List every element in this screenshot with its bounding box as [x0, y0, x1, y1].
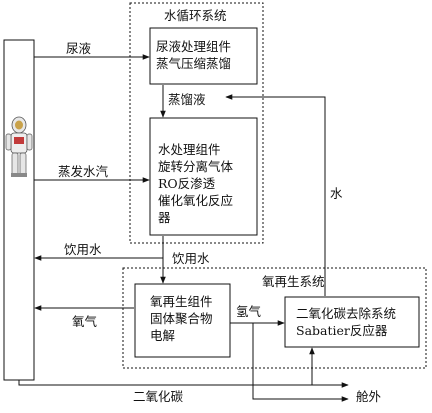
water-label: 水: [330, 186, 343, 201]
vent-arrow: [252, 323, 349, 402]
co2-removal-text: 二氧化碳去除系统 Sabatier反应器: [296, 305, 396, 339]
drinking-water-left-label: 饮用水: [64, 242, 102, 257]
oxygen-generator-line2: 固体聚合物: [150, 311, 213, 326]
co2-removal-line2: Sabatier反应器: [296, 323, 388, 338]
water-processor-line3: RO反渗透: [158, 176, 216, 191]
urine-processor-box: [149, 27, 258, 85]
oxygen-generator-box: [134, 283, 231, 358]
astronaut-icon: [5, 116, 33, 177]
co2-line: [18, 380, 349, 388]
water-processor-box: [149, 117, 258, 236]
urine-processor-line1: 尿液处理组件: [156, 39, 232, 54]
drinking-water-down-label: 饮用水: [172, 251, 210, 266]
vapor-label: 蒸发水汽: [58, 164, 109, 179]
water-processor-line2: 旋转分离气体: [158, 159, 234, 174]
water-processor-line1: 水处理组件: [158, 142, 221, 157]
oxygen-system-title: 氧再生系统: [262, 274, 325, 289]
hydrogen-label: 氢气: [236, 304, 262, 319]
outboard-label: 舱外: [356, 389, 382, 404]
co2-label: 二氧化碳: [133, 389, 184, 404]
astronaut-column: [3, 39, 35, 381]
water-processor-text: 水处理组件 旋转分离气体 RO反渗透 催化氧化反应 器: [158, 141, 233, 226]
co2-removal-line1: 二氧化碳去除系统: [296, 306, 397, 321]
water-system-boundary: [129, 2, 264, 244]
water-system-title: 水循环系统: [164, 8, 227, 23]
oxygen-system-boundary: [122, 267, 427, 369]
water-processor-line4: 催化氧化反应: [158, 193, 234, 208]
water-return-arrow: [225, 94, 326, 296]
urine-processor-line2: 蒸气压缩蒸馏: [156, 56, 232, 71]
urine-processor-text: 尿液处理组件 蒸气压缩蒸馏: [156, 38, 231, 72]
water-processor-line5: 器: [158, 210, 171, 225]
oxygen-generator-line3: 电解: [150, 328, 176, 343]
oxygen-label: 氧气: [72, 314, 98, 329]
distillate-label: 蒸馏液: [168, 92, 206, 107]
co2-removal-box: [284, 296, 420, 348]
oxygen-generator-text: 氧再生组件 固体聚合物 电解: [150, 293, 213, 344]
oxygen-generator-line1: 氧再生组件: [150, 294, 213, 309]
urine-label: 尿液: [66, 41, 92, 56]
